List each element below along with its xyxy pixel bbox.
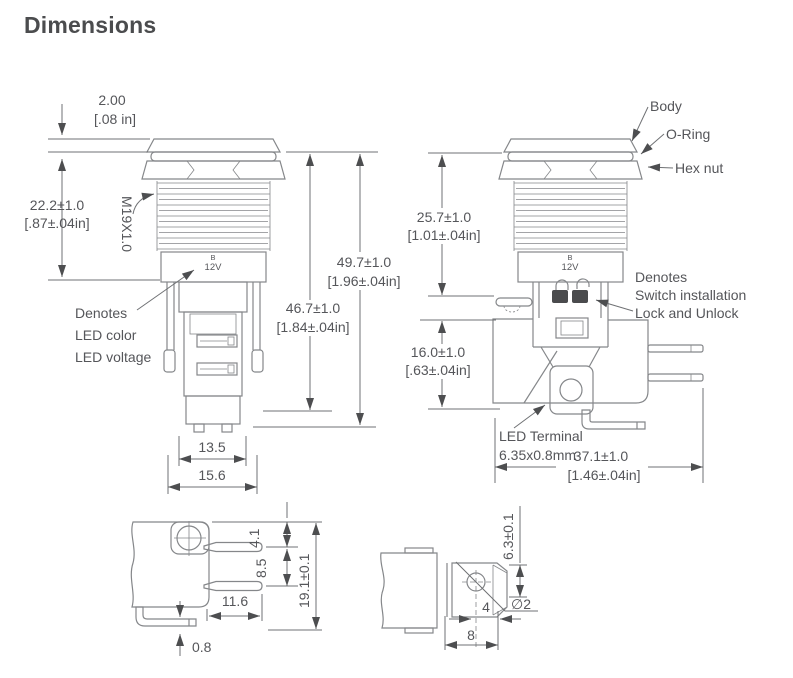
- mounting-tab: [495, 297, 533, 307]
- front-upper-height-in: [.87±.04in]: [24, 215, 89, 231]
- switch-pin-2: [647, 373, 704, 382]
- side-marking-bottom: 12V: [562, 262, 580, 273]
- front-cap-height-in: [.08 in]: [94, 111, 136, 127]
- side-dimension-lines: [396, 106, 704, 483]
- bl-blade-1: [203, 541, 263, 553]
- bl-body: [130, 521, 210, 608]
- bl-pin-thickness: 0.8: [192, 639, 212, 655]
- oring-leader: [640, 133, 665, 155]
- hexnut-label: Hex nut: [675, 160, 723, 176]
- front-lower-height-in: [1.84±.04in]: [276, 319, 349, 335]
- front-base-inner-width: 13.5: [198, 439, 225, 455]
- front-side-rails: [166, 282, 261, 350]
- hexnut-side: [498, 160, 643, 180]
- bl-crosshair: [174, 521, 206, 556]
- bl-pin-length: 11.6: [222, 593, 248, 609]
- front-upper-height-mm: 22.2±1.0: [30, 197, 85, 213]
- hexnut-front: [141, 160, 286, 180]
- threads-side: [513, 181, 628, 251]
- front-overall-height-mm: 49.7±1.0: [337, 254, 392, 270]
- bl-bottom-pin: [135, 606, 197, 627]
- thread-spec-label: M19X1.0: [119, 196, 135, 252]
- led-terminal-plate: [549, 365, 594, 415]
- side-marking-top: B: [567, 253, 572, 262]
- hexnut-leader: [647, 163, 674, 172]
- front-blade-1: [196, 334, 238, 348]
- led-note-line1: Denotes: [75, 305, 127, 321]
- front-lower-height-mm: 46.7±1.0: [286, 300, 341, 316]
- switch-pin-1: [647, 344, 704, 353]
- br-centerlines: [462, 570, 491, 650]
- side-view: Body O-Ring Hex nut 25.7±1.0 [1.01±.04in…: [396, 98, 746, 483]
- bl-pin-spacing: 8.5: [253, 558, 269, 578]
- thread-spec-leader: [132, 192, 155, 215]
- front-cap-height-mm: 2.00: [98, 92, 125, 108]
- bottom-left-outline: [130, 521, 263, 627]
- side-body-sleeve: [517, 251, 624, 283]
- lock-note-leader: [595, 299, 634, 312]
- bottom-left-view: 4.1 8.5 19.1±0.1 11.6 0.8: [130, 502, 322, 656]
- br-terminal: [446, 562, 508, 618]
- front-view: 2.00 [.08 in] 22.2±1.0 [.87±.04in] M19X1…: [24, 92, 407, 494]
- side-overall-width-in: [1.46±.04in]: [567, 467, 640, 483]
- lock-note-line2: Switch installation: [635, 287, 746, 303]
- front-marking-bottom: 12V: [205, 262, 223, 273]
- side-neck: [532, 282, 609, 368]
- side-overall-width-mm: 37.1±1.0: [574, 448, 629, 464]
- front-blade-2: [196, 362, 238, 376]
- bottom-right-outline: [380, 547, 538, 650]
- led-terminal-hole: [559, 378, 583, 402]
- bl-blade-2: [203, 580, 263, 592]
- bottom-left-dimension-lines: [176, 502, 322, 656]
- front-neck: [178, 281, 248, 313]
- front-device-outline: [141, 138, 286, 433]
- body-leader: [631, 106, 649, 142]
- side-upper-height-mm: 25.7±1.0: [417, 209, 472, 225]
- led-terminal-leader: [513, 404, 546, 429]
- bl-pin1-offset: 4.1: [246, 528, 262, 548]
- led-note-leader: [136, 269, 195, 311]
- side-lower-height-in: [.63±.04in]: [405, 362, 470, 378]
- led-terminal-note-line2: 6.35x0.8mm: [499, 447, 576, 463]
- bent-pin: [581, 409, 646, 430]
- br-hole-diameter: ∅2: [511, 596, 531, 612]
- lock-note-line1: Denotes: [635, 269, 687, 285]
- body-cap-side: [502, 138, 639, 153]
- bl-overall-height: 19.1±0.1: [296, 553, 312, 608]
- front-base-outer-width: 15.6: [198, 467, 225, 483]
- front-base-block: [185, 395, 241, 425]
- front-dimension-lines: [48, 104, 407, 494]
- br-terminal-height: 6.3±0.1: [500, 513, 516, 560]
- page-title: Dimensions: [24, 12, 157, 38]
- led-note-line3: LED voltage: [75, 349, 151, 365]
- led-terminal-note-line1: LED Terminal: [499, 428, 583, 444]
- front-housing: [183, 311, 243, 397]
- br-body: [380, 552, 438, 629]
- side-lower-height-mm: 16.0±1.0: [411, 344, 466, 360]
- body-label: Body: [650, 98, 682, 114]
- lock-closed-icon: [555, 279, 569, 290]
- lock-open-icon: [576, 278, 590, 289]
- bottom-right-dimension-lines: [444, 506, 527, 650]
- lock-closed-icon-body: [552, 290, 568, 303]
- threads-front: [156, 181, 271, 251]
- led-note-line2: LED color: [75, 327, 137, 343]
- hole-diameter-leader: [455, 561, 538, 612]
- lock-note-line3: Lock and Unlock: [635, 305, 740, 321]
- br-terminal-width: 8: [467, 627, 475, 643]
- bottom-right-view: 6.3±0.1 ∅2 4 8: [380, 506, 538, 650]
- side-housing-block: [492, 318, 649, 404]
- side-upper-height-in: [1.01±.04in]: [407, 227, 480, 243]
- front-marking-top: B: [210, 253, 215, 262]
- oring-front: [150, 151, 277, 162]
- oring-side: [507, 151, 634, 162]
- br-hole-offset: 4: [482, 599, 490, 615]
- front-overall-height-in: [1.96±.04in]: [327, 273, 400, 289]
- bl-mount-pad: [170, 521, 210, 555]
- lock-open-icon-body: [572, 290, 588, 303]
- oring-label: O-Ring: [666, 126, 710, 142]
